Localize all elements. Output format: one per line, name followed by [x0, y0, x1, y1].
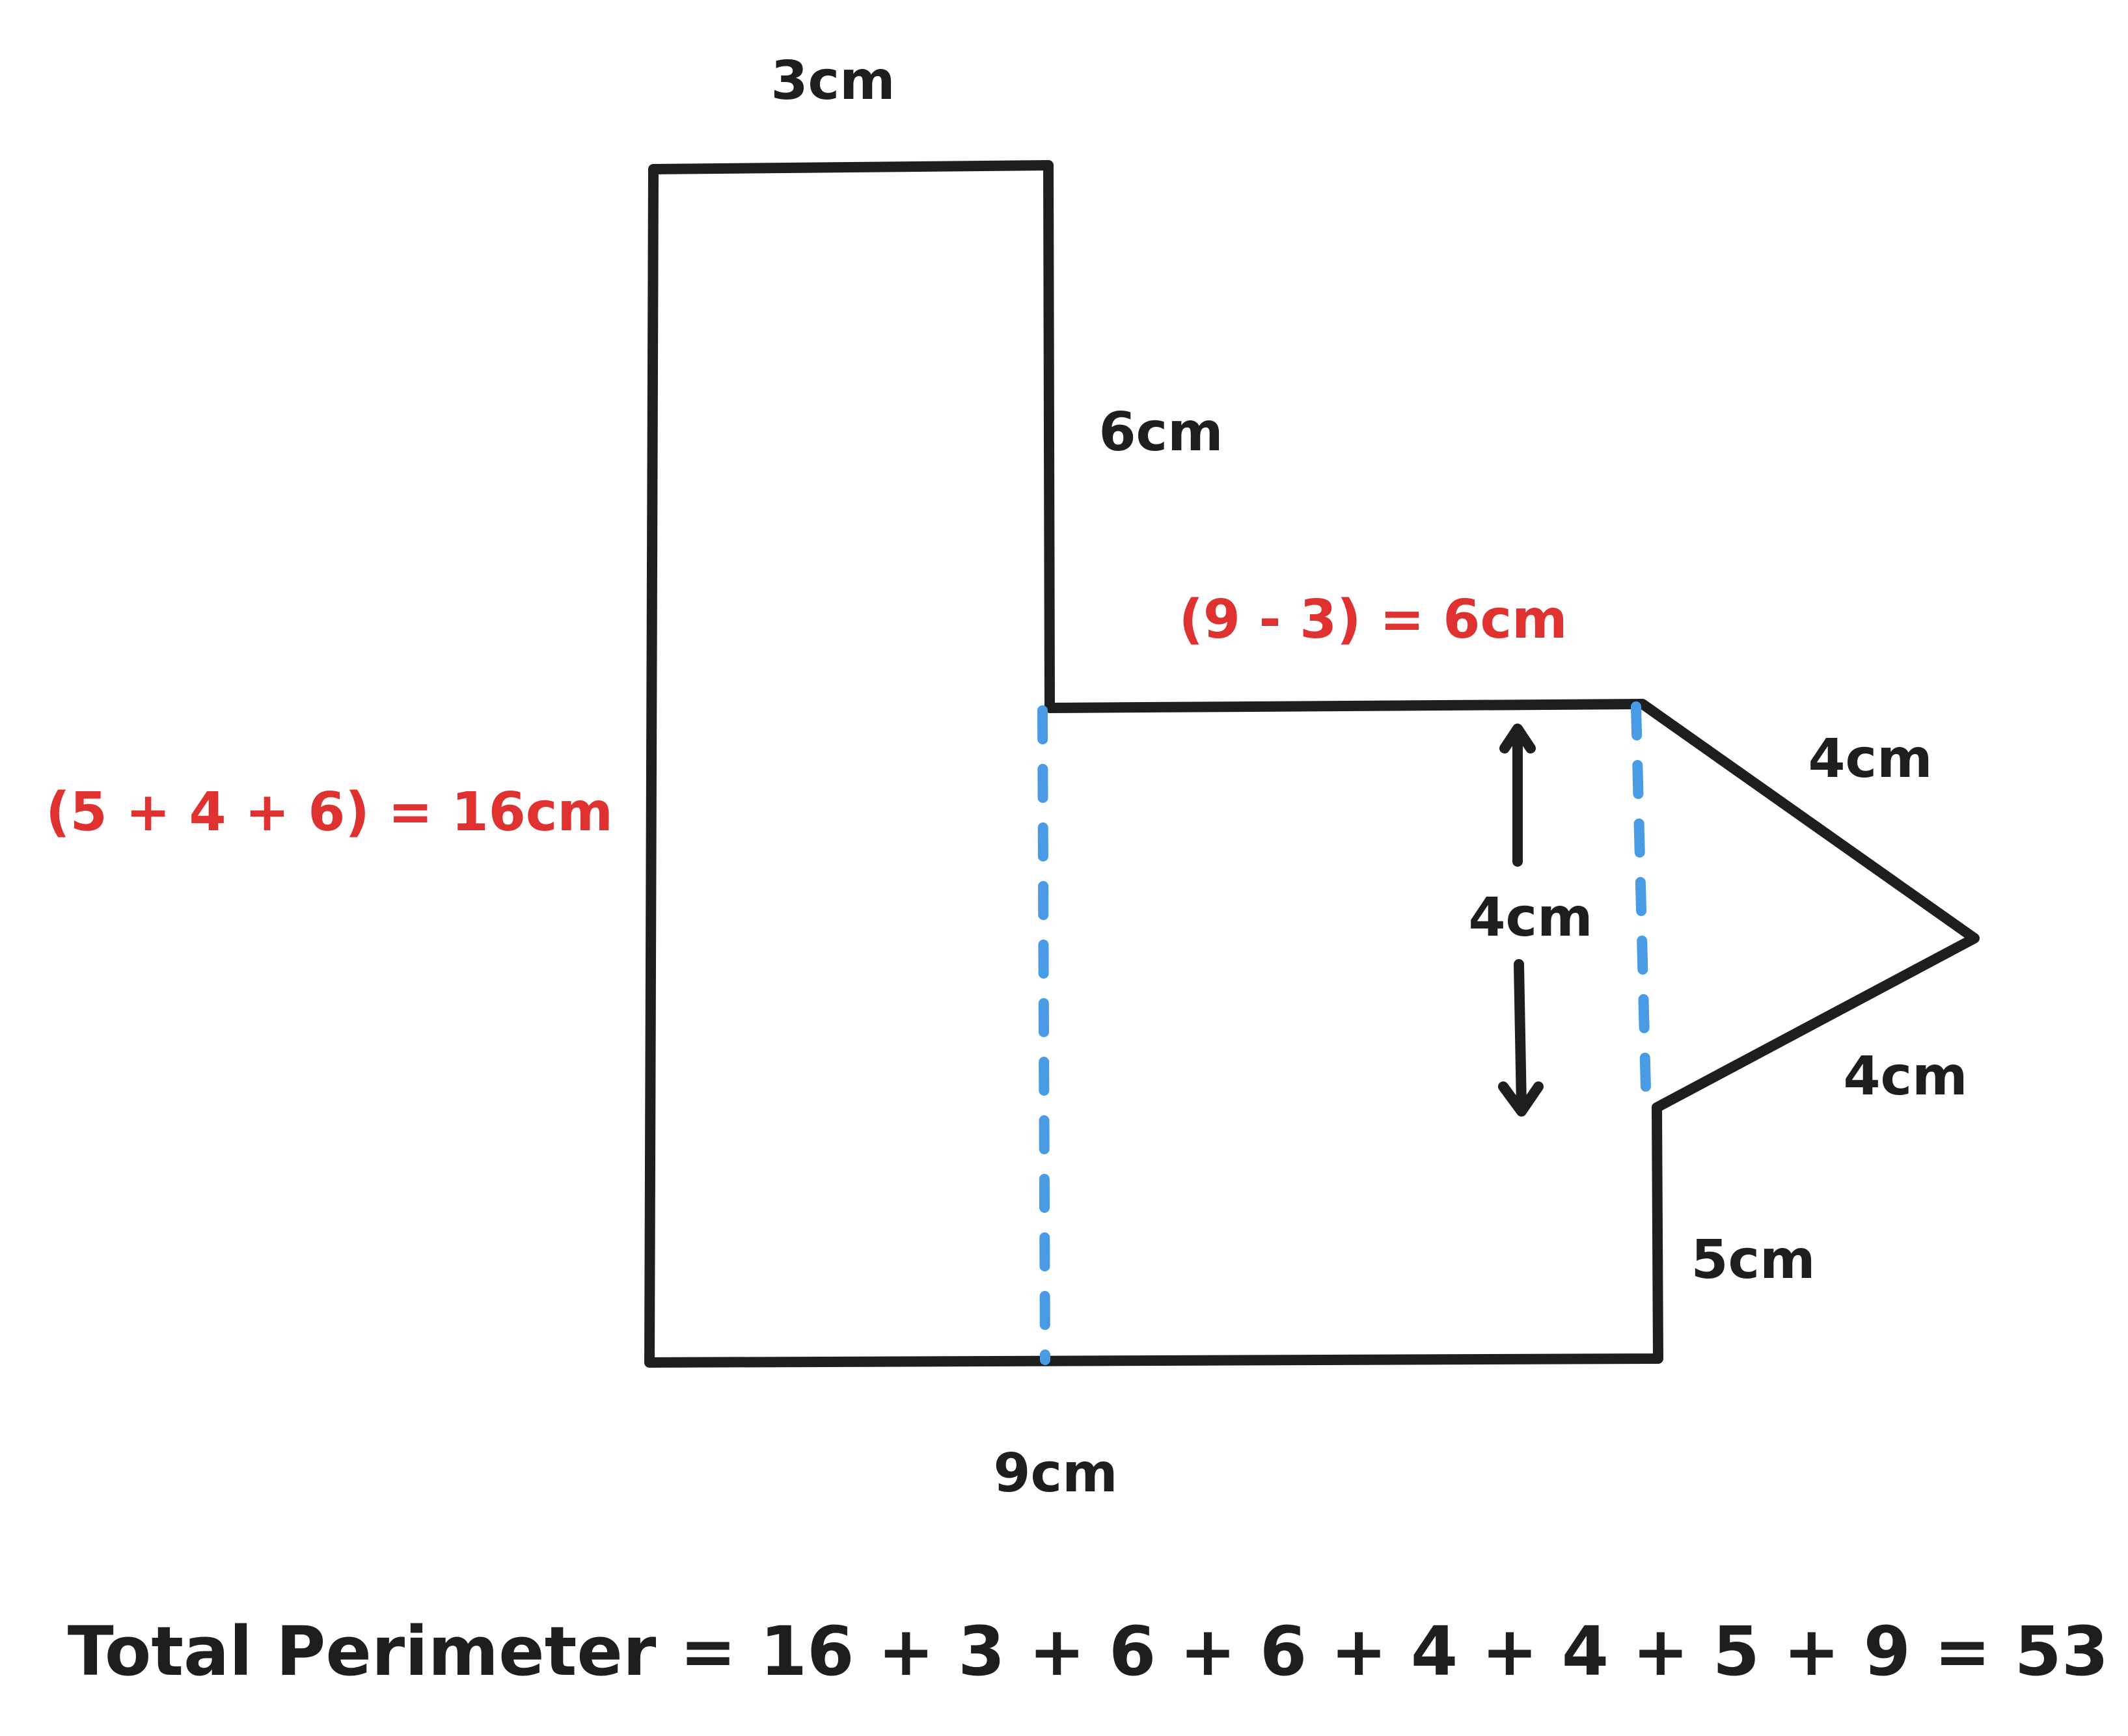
- label-triangle-upper: 4cm: [1808, 728, 1932, 790]
- label-inner-height: 4cm: [1468, 887, 1592, 949]
- shape-outline: [644, 160, 1980, 1368]
- guide-line-left: [1037, 705, 1050, 1365]
- label-top-width: 3cm: [771, 50, 895, 112]
- label-bottom-width: 9cm: [993, 1443, 1117, 1504]
- guide-line-right: [1631, 701, 1652, 1119]
- label-left-height: (5 + 4 + 6) = 16cm: [46, 781, 613, 843]
- label-upper-right-height: 6cm: [1098, 401, 1223, 463]
- label-triangle-lower: 4cm: [1843, 1046, 1967, 1107]
- up-arrow-icon: [1499, 724, 1536, 867]
- label-lower-right-height: 5cm: [1691, 1229, 1815, 1291]
- label-ledge-width: (9 - 3) = 6cm: [1179, 589, 1567, 651]
- down-arrow-icon: [1498, 959, 1544, 1117]
- total-perimeter-equation: Total Perimeter = 16 + 3 + 6 + 6 + 4 + 4…: [68, 1612, 2108, 1691]
